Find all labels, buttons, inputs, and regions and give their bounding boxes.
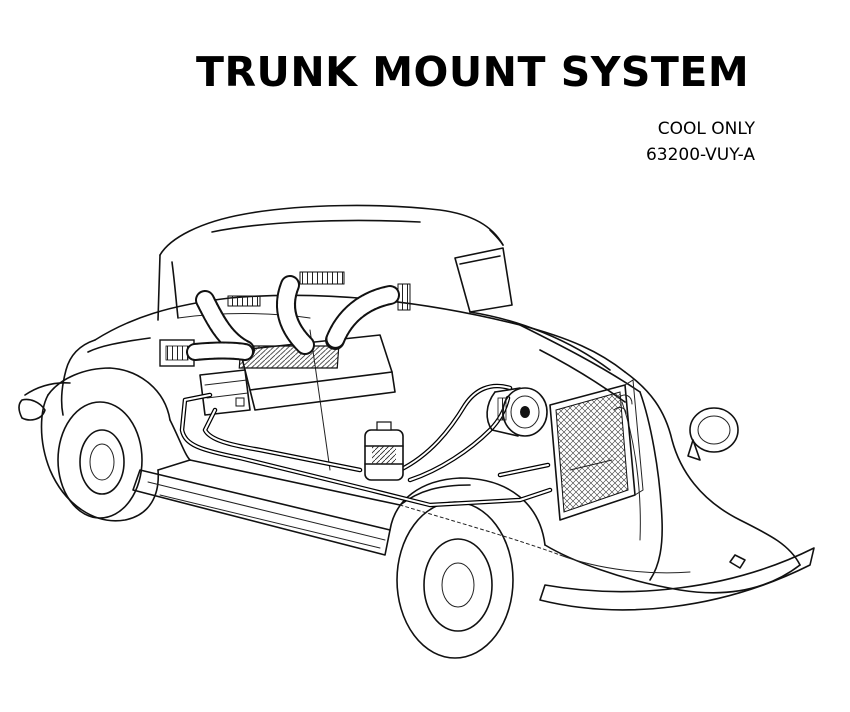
diagram-title: TRUNK MOUNT SYSTEM — [196, 48, 750, 96]
refrigerant-hoses — [179, 383, 553, 508]
system-type-label: COOL ONLY — [657, 119, 755, 139]
car-body-outline — [18, 204, 815, 659]
ac-compressor — [486, 387, 548, 437]
condenser — [549, 379, 644, 521]
part-number-label: 63200-VUY-A — [645, 145, 755, 165]
ac-vents — [159, 271, 411, 367]
receiver-drier — [364, 421, 404, 481]
air-ducts — [186, 275, 400, 361]
condenser-fan — [613, 394, 633, 415]
